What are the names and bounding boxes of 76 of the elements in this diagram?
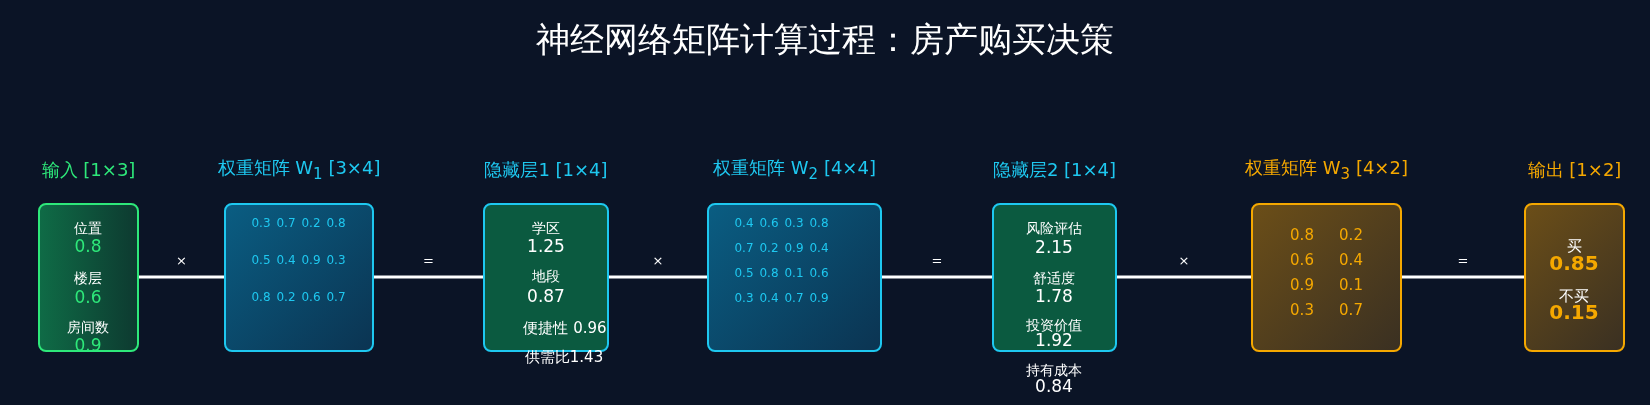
- feature-value: 0.85: [1549, 252, 1599, 274]
- operator-line: [1402, 275, 1524, 279]
- matrix-value: 0.7: [276, 217, 296, 231]
- operator-sign: =: [1457, 253, 1469, 269]
- layer-heading: 输入 [1×3]: [41, 160, 136, 180]
- operator-sign: =: [423, 253, 434, 269]
- matrix-value: 0.3: [1290, 301, 1314, 319]
- feature-value: 供需比1.43: [524, 348, 604, 366]
- operator-line: [1117, 275, 1251, 279]
- layer-heading: 隐藏层1 [1×4]: [484, 160, 608, 180]
- matrix-value: 0.9: [1290, 276, 1314, 294]
- matrix-value: 0.2: [759, 242, 779, 256]
- operator-sign: ×: [1178, 253, 1190, 269]
- matrix-value: 0.5: [734, 267, 754, 281]
- matrix-value: 0.2: [1339, 226, 1363, 244]
- matrix-value: 0.7: [326, 291, 346, 305]
- layer-heading: 隐藏层2 [1×4]: [992, 160, 1117, 180]
- feature-label: 买: [1566, 237, 1582, 255]
- matrix-value: 0.3: [784, 217, 804, 231]
- layer-heading: 输出 [1×2]: [1527, 160, 1622, 180]
- feature-value: 0.87: [527, 286, 565, 306]
- matrix-value: 0.4: [1339, 251, 1363, 269]
- layer-heading: 权重矩阵 W$_{2}$ [4×4]: [713, 157, 876, 183]
- matrix-value: 0.8: [251, 291, 271, 305]
- matrix-value: 0.1: [784, 267, 804, 281]
- feature-value: 0.84: [1035, 376, 1073, 396]
- matrix-value: 0.2: [301, 217, 321, 231]
- feature-value: 1.78: [1035, 286, 1073, 306]
- feature-label: 风险评估: [1026, 221, 1082, 237]
- feature-label: 地段: [532, 269, 560, 285]
- matrix-value: 0.8: [759, 267, 779, 281]
- matrix-value: 0.5: [251, 254, 271, 268]
- feature-value: 0.8: [74, 236, 102, 256]
- matrix-value: 0.4: [276, 254, 296, 268]
- feature-value: 2.15: [1035, 237, 1073, 257]
- operator-sign: ×: [652, 253, 664, 269]
- feature-label: 楼层: [74, 271, 102, 287]
- operator-sign: ×: [176, 253, 187, 269]
- layer-heading: 权重矩阵 W$_{3}$ [4×2]: [1245, 157, 1408, 183]
- matrix-value: 0.6: [1290, 251, 1314, 269]
- feature-label: 投资价值: [1026, 318, 1082, 334]
- layer-heading: 权重矩阵 W$_{1}$ [3×4]: [217, 157, 381, 183]
- operator-line: [609, 275, 707, 279]
- matrix-value: 0.7: [1339, 301, 1363, 319]
- matrix-value: 0.3: [326, 254, 346, 268]
- feature-label: 持有成本: [1026, 363, 1082, 379]
- feature-label: 位置: [74, 221, 102, 237]
- matrix-value: 0.2: [276, 291, 296, 305]
- matrix-value: 0.7: [784, 292, 804, 306]
- matrix-value: 0.9: [301, 254, 321, 268]
- feature-value: 便捷性 0.96: [523, 319, 607, 337]
- operator-line: [882, 275, 992, 279]
- title: 神经网络矩阵计算过程：房产购买决策: [536, 21, 1114, 59]
- operator-line: [139, 275, 224, 279]
- matrix-value: 0.1: [1339, 276, 1363, 294]
- matrix-value: 0.7: [734, 242, 754, 256]
- matrix-value: 0.4: [759, 292, 779, 306]
- feature-value: 1.25: [527, 236, 565, 256]
- feature-label: 房间数: [67, 320, 109, 336]
- matrix-value: 0.4: [809, 242, 829, 256]
- matrix-value: 0.3: [734, 292, 754, 306]
- matrix-value: 0.9: [809, 292, 829, 306]
- feature-label: 舒适度: [1033, 271, 1075, 287]
- matrix-value: 0.6: [809, 267, 829, 281]
- matrix-value: 0.9: [784, 242, 804, 256]
- matrix-value: 0.8: [809, 217, 829, 231]
- matrix-value: 0.4: [734, 217, 754, 231]
- feature-label: 学区: [532, 221, 560, 237]
- matrix-value: 0.6: [301, 291, 321, 305]
- matrix-value: 0.8: [326, 217, 346, 231]
- operator-sign: =: [931, 253, 943, 269]
- matrix-value: 0.3: [251, 217, 271, 231]
- matrix-value: 0.6: [759, 217, 779, 231]
- feature-value: 0.6: [74, 287, 102, 307]
- matrix-value: 0.8: [1290, 226, 1314, 244]
- operator-line: [374, 275, 483, 279]
